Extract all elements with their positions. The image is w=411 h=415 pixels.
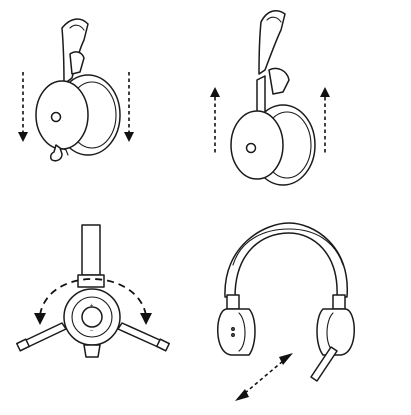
earcup-face [35, 80, 89, 150]
headband [81, 224, 101, 276]
plus-glyph: + [90, 303, 94, 309]
earcup-right [316, 308, 355, 356]
earcup-face [230, 110, 284, 180]
panel-rotate-boom: + − [0, 205, 205, 415]
headband [258, 9, 286, 75]
headband [224, 222, 348, 298]
earcup-button [50, 111, 62, 123]
boom-mic-right [117, 322, 163, 348]
boom-mic [310, 346, 338, 382]
boom-mic-left [23, 322, 67, 348]
minus-glyph: − [90, 328, 94, 334]
control-plate [81, 306, 103, 328]
rotate-arc [39, 278, 147, 316]
panel-raise-headband [205, 0, 411, 205]
arrow-diagonal [244, 360, 284, 394]
boom-mic [49, 144, 63, 162]
earcup-button [245, 142, 257, 154]
panel-lower-headband [0, 0, 205, 205]
earcup-left [217, 308, 256, 356]
panel-adjust-fit [205, 205, 411, 415]
